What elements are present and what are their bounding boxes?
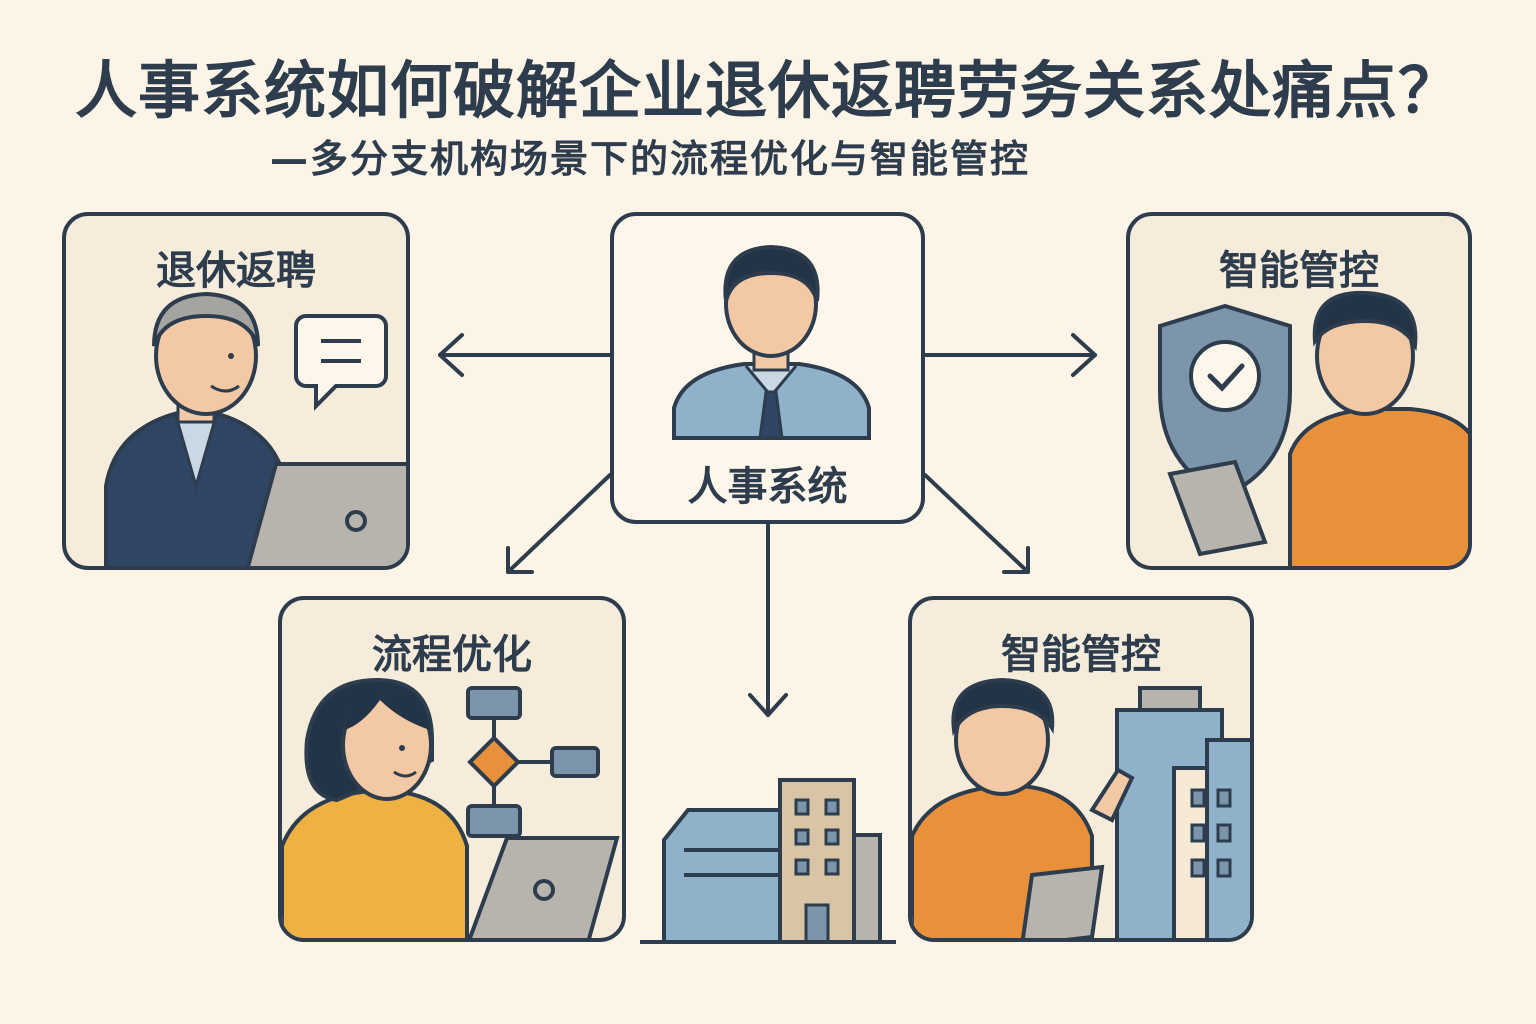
panel-label-smart-control-top: 智能管控: [1219, 248, 1379, 294]
arrow-to-flow: [506, 473, 612, 574]
panel-hr-system: 人事系统: [610, 212, 925, 524]
panel-label-process-optimization: 流程优化: [372, 632, 532, 678]
panel-smart-control-bottom: 智能管控: [908, 596, 1254, 942]
panel-label-smart-control-bottom: 智能管控: [1001, 632, 1161, 678]
laptop-icon: [467, 836, 620, 938]
woman-icon: [282, 677, 469, 938]
panel-label-retire-rehire: 退休返聘: [156, 248, 316, 294]
laptop-icon: [246, 462, 406, 566]
shield-check-icon: [1158, 303, 1292, 499]
flowchart-icon: [466, 686, 600, 838]
chat-bubble-icon: [294, 314, 388, 411]
tablet-icon: [1167, 459, 1268, 557]
person-icon: [1288, 290, 1468, 566]
buildings-icon: [1115, 686, 1250, 938]
person-icon: [672, 244, 871, 440]
page-title: 人事系统如何破解企业退休返聘劳务关系处痛点？: [74, 54, 1461, 127]
tablet-icon: [1020, 864, 1105, 938]
panel-retire-rehire: 退休返聘: [62, 212, 410, 570]
page-subtitle: —多分支机构场景下的流程优化与智能管控: [270, 137, 1031, 181]
man-pointing-icon: [912, 677, 1135, 938]
panel-process-optimization: 流程优化: [278, 596, 626, 942]
arrow-to-control-bottom: [923, 473, 1030, 574]
panel-label-hr-system: 人事系统: [687, 464, 848, 510]
panel-smart-control-top: 智能管控: [1126, 212, 1472, 570]
buildings-icon: [640, 778, 896, 944]
